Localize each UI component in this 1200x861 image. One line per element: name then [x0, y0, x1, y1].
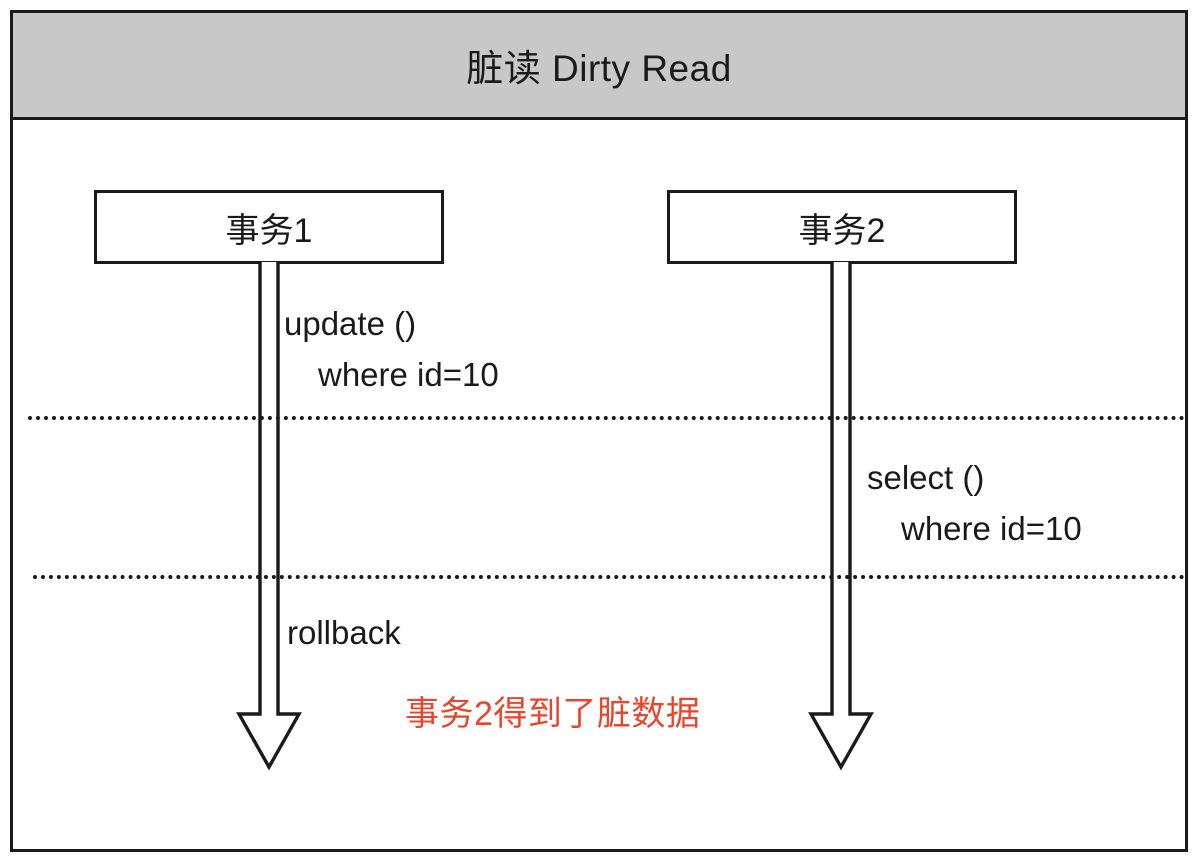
- annotation-rollback-line1: rollback: [287, 614, 401, 651]
- annotation-rollback: rollback: [287, 607, 401, 658]
- diagram-title-bar: 脏读 Dirty Read: [10, 10, 1188, 120]
- down-arrow-icon: [808, 262, 874, 771]
- annotation-update-line2: where id=10: [318, 356, 499, 394]
- page-title: 脏读 Dirty Read: [466, 48, 732, 89]
- lifeline-arrow-txn1: [233, 262, 305, 790]
- dirty-data-callout: 事务2得到了脏数据: [405, 695, 701, 733]
- annotation-select-line1: select (): [867, 459, 985, 496]
- diagram-frame: [10, 10, 1188, 852]
- time-divider-2: [33, 575, 1185, 579]
- lifeline-arrow-txn2: [805, 262, 877, 790]
- participant-box-txn1: 事务1: [94, 190, 444, 264]
- annotation-update: update () where id=10: [284, 298, 499, 400]
- participant-box-txn2: 事务2: [667, 190, 1017, 264]
- participant-label-txn2: 事务2: [798, 211, 886, 250]
- time-divider-1: [28, 416, 1185, 420]
- participant-label-txn1: 事务1: [225, 211, 313, 250]
- annotation-select: select () where id=10: [867, 452, 1082, 554]
- annotation-select-line2: where id=10: [901, 510, 1082, 548]
- annotation-update-line1: update (): [284, 305, 417, 342]
- down-arrow-icon: [236, 262, 302, 771]
